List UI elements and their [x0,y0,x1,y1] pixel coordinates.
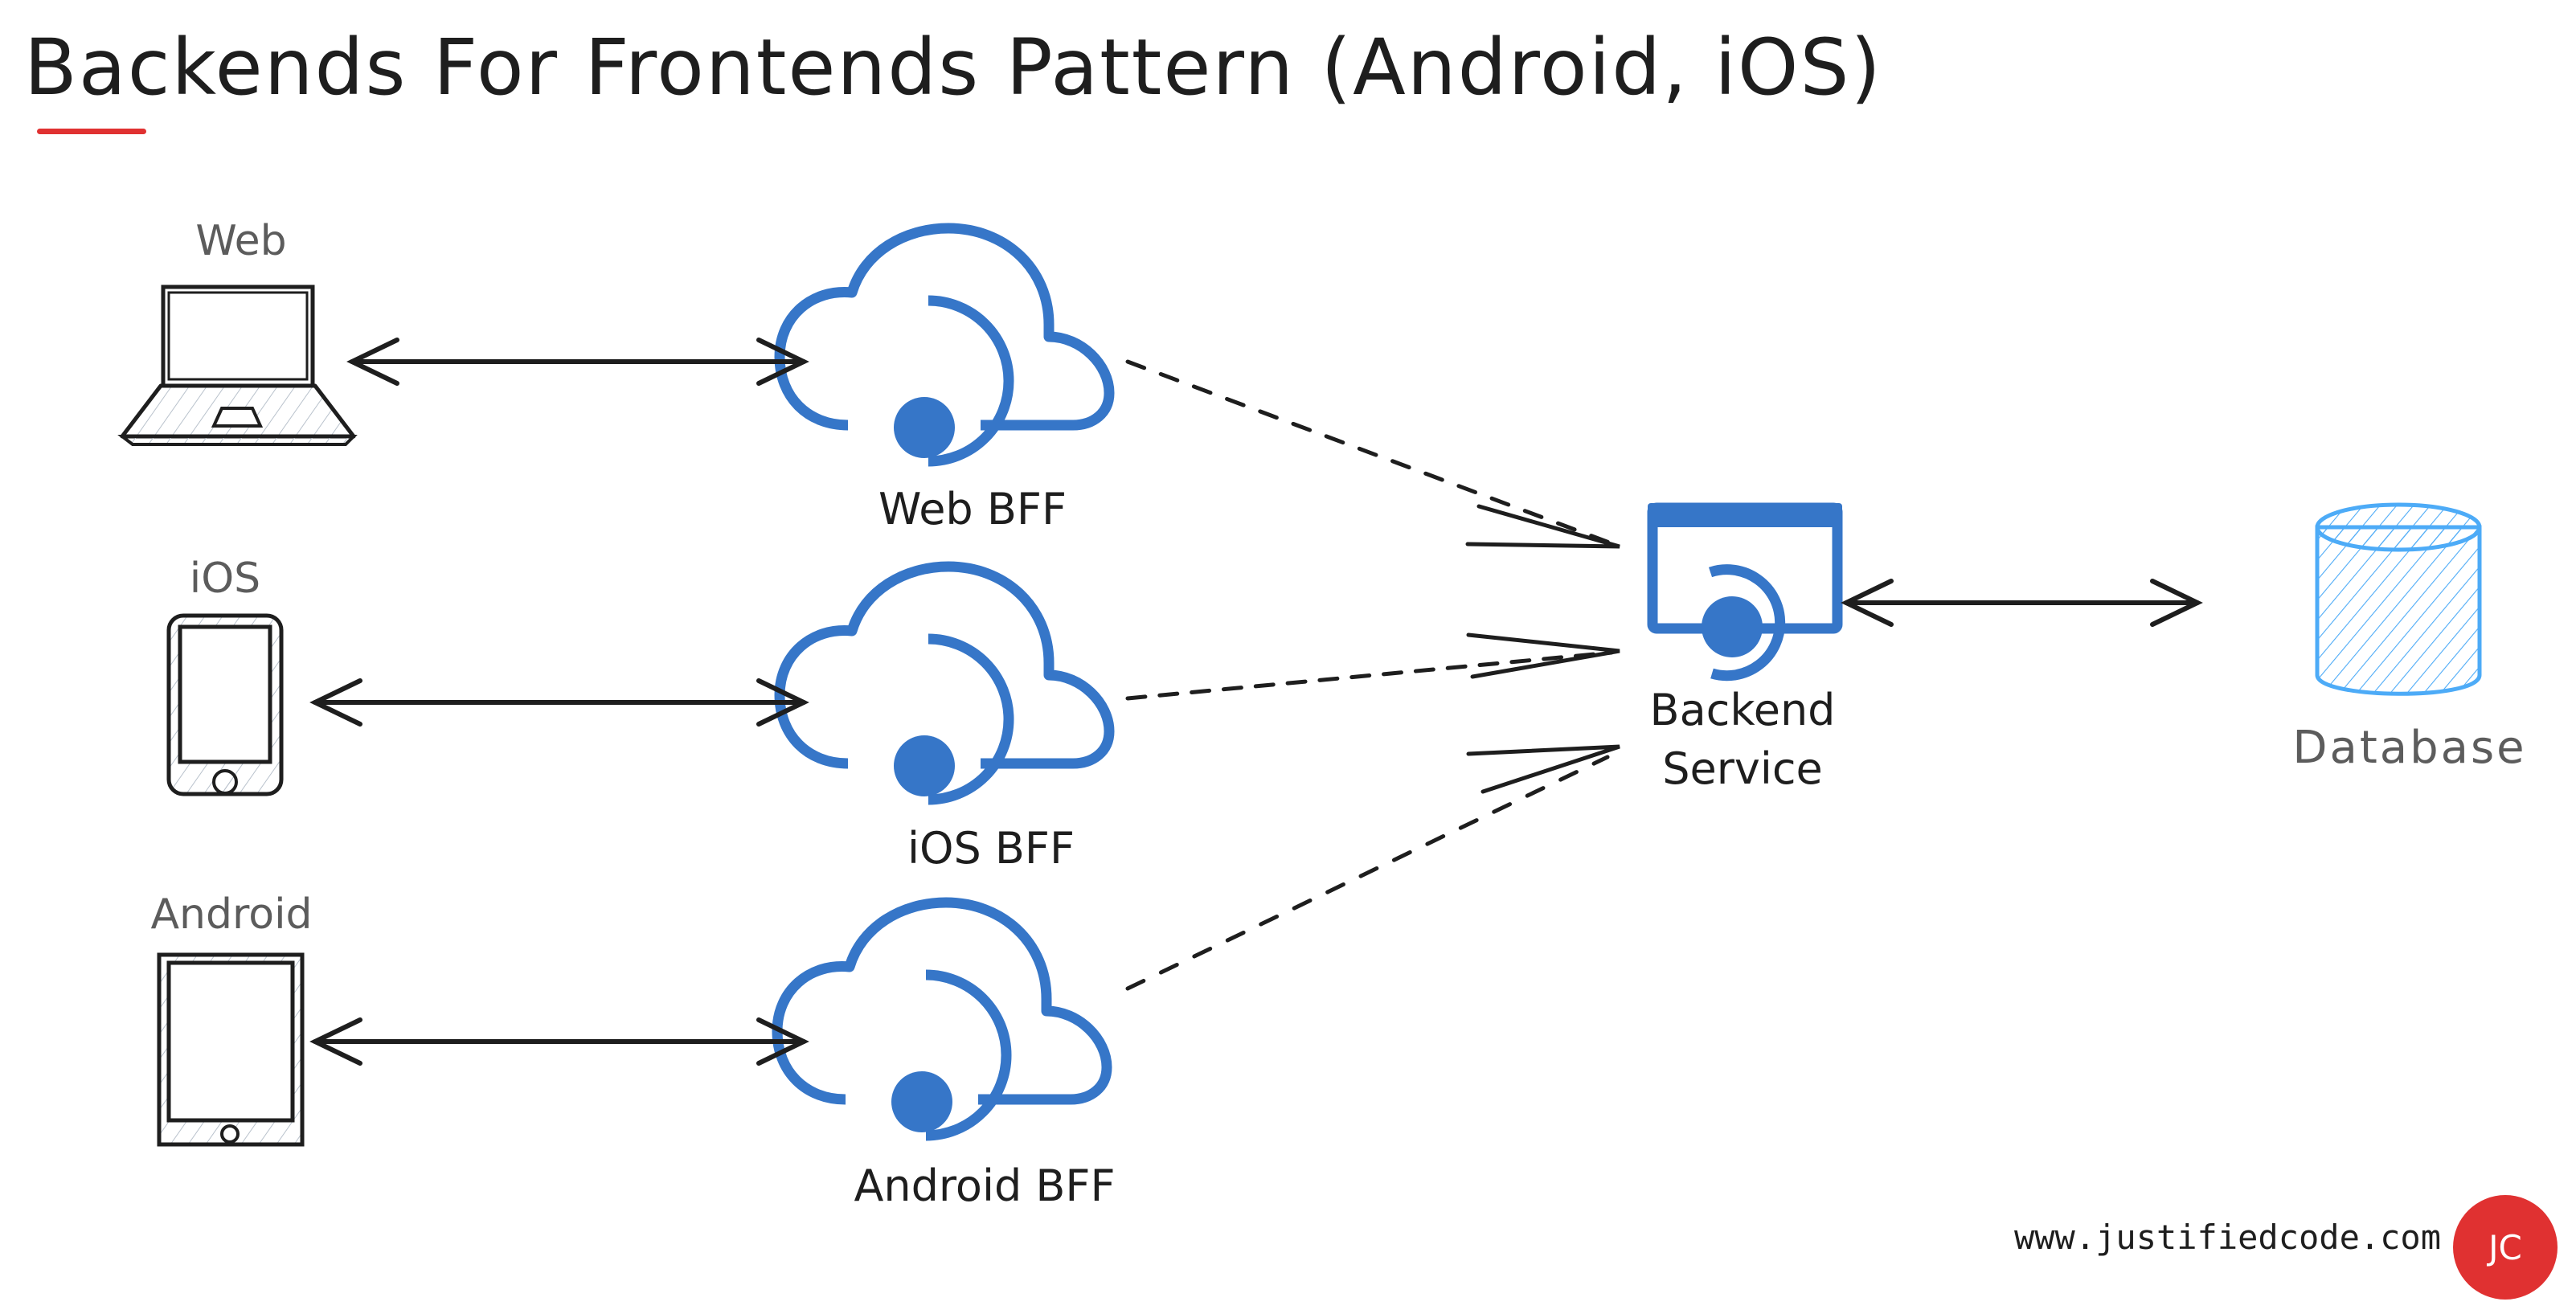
bff-label-android: Android BFF [854,1160,1116,1211]
client-label-web: Web [195,217,287,265]
client-label-android: Android [150,890,313,939]
bff-label-ios: iOS BFF [907,823,1075,874]
backend-label: Backend Service [1650,682,1836,799]
edge-android-to-android-bff [309,1017,809,1066]
diagram-title: Backends For Frontends Pattern (Android,… [24,23,1882,113]
backend-label-line2: Service [1662,743,1823,794]
footer-website-link[interactable]: www.justifiedcode.com [2013,1218,2441,1257]
edge-ios-bff-to-backend [1125,632,1620,701]
database-label: Database [2292,722,2527,774]
edge-ios-to-ios-bff [309,678,809,727]
edge-web-bff-to-backend [1125,359,1620,549]
client-web-laptop-icon [117,284,358,446]
client-android-tablet-icon [157,952,305,1147]
edge-web-to-web-bff [346,338,809,386]
backend-label-line1: Backend [1649,685,1836,735]
edge-backend-to-database [1841,579,2203,627]
backend-service-icon [1647,502,1843,682]
client-ios-phone-icon [166,613,284,796]
title-underline-accent [37,129,146,134]
brand-badge-logo: JC [2453,1195,2558,1300]
client-label-ios: iOS [189,555,261,603]
android-bff-cloud-icon [777,903,1107,1136]
web-bff-cloud-icon [780,228,1109,461]
edge-android-bff-to-backend [1125,744,1620,991]
bff-label-web: Web BFF [878,484,1067,534]
ios-bff-cloud-icon [780,567,1109,800]
database-cylinder-icon [2315,502,2482,696]
